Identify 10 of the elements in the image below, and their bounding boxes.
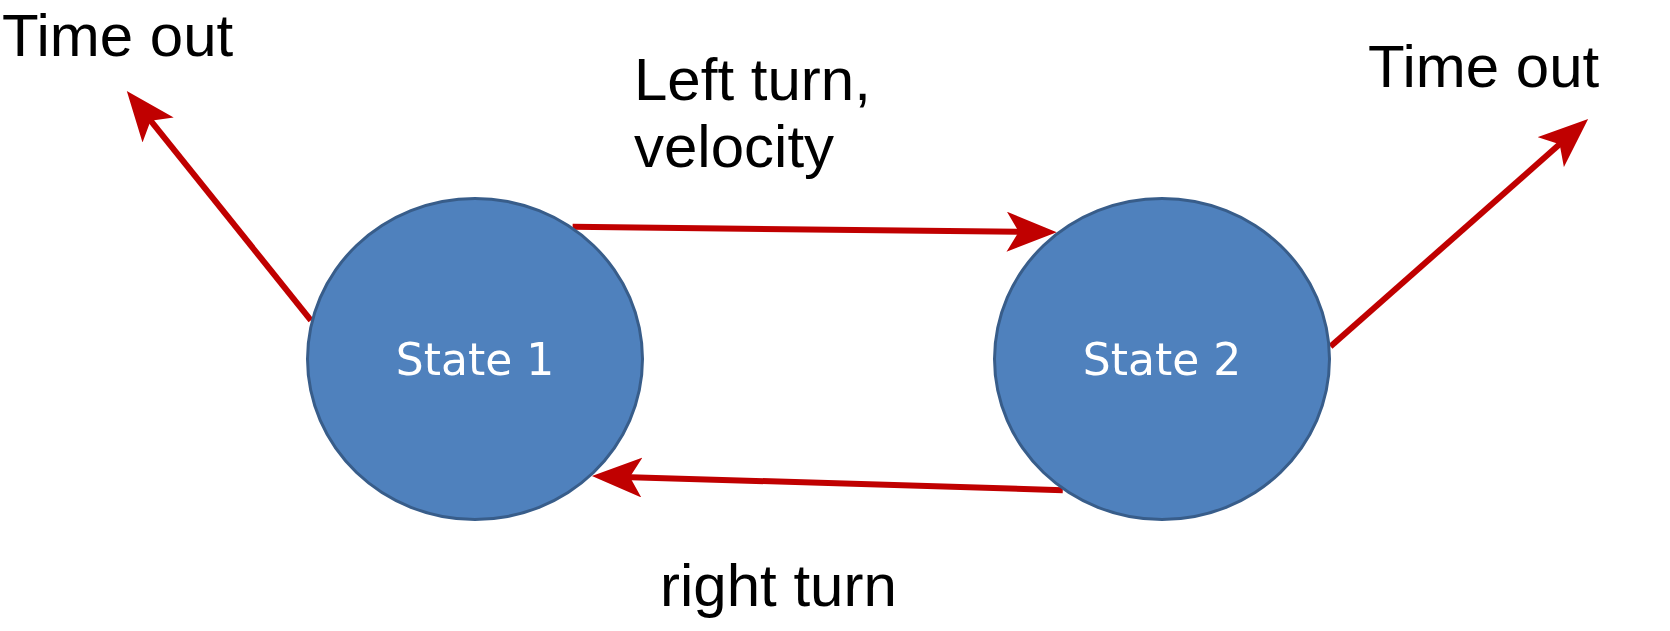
arrow (126, 91, 314, 323)
arrow (572, 211, 1057, 252)
state-label: State 2 (1082, 333, 1242, 385)
event-label: Time out (2, 3, 234, 91)
state-label: State 1 (395, 333, 555, 385)
event-label: Time out (1368, 34, 1600, 119)
edge-label: Left turn, velocity (634, 46, 872, 181)
edge-label: right turn (660, 552, 898, 620)
arrow (591, 457, 1063, 498)
arrow (1328, 119, 1589, 349)
